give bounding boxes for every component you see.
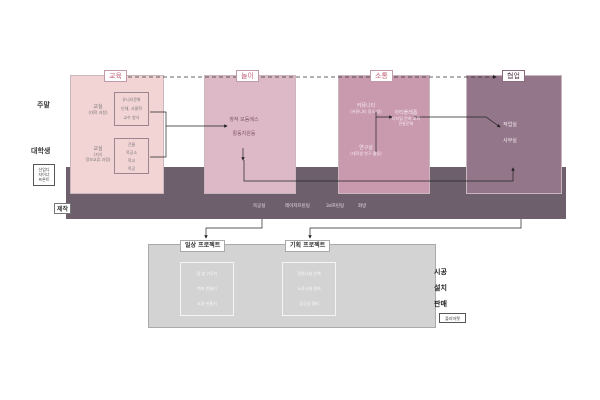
comm-c-label: 아티플래폼 (394, 110, 418, 116)
edu-to-play-arrow (150, 111, 228, 128)
output-construction: 시공 (434, 268, 447, 276)
comm-c-sub: 전통문화 (398, 121, 414, 126)
left-info-box: 산업디 자이너 프론트 (33, 164, 55, 186)
daily-project-title: 일상 프로젝트 (180, 240, 226, 252)
class-bottom-sub: 정보교류 과정) (85, 157, 111, 162)
phase-communication: 소통 (370, 70, 393, 82)
comm-b-sub: (대학생 연구 활동) (350, 151, 382, 156)
class-bottom-label: 교실 (93, 146, 103, 152)
planned-project-box: 전원시설 산책 노후시설 정비 공공길 정비 (282, 262, 336, 316)
tool-art: 화방 (358, 204, 367, 209)
left-info-line: 산업디 (38, 167, 50, 172)
planned-project-title: 기획 프로젝트 (285, 240, 331, 252)
class-bottom-item: 건물 (127, 142, 136, 147)
column-play (204, 75, 296, 194)
class-top-item: 교수 방식 (123, 115, 140, 120)
collab-line2: 사무실 (503, 138, 517, 144)
class-top: 교실 (대학 과정) (84, 104, 112, 116)
row-label-production: 제작 (54, 203, 72, 214)
flea-market-box: 플리마켓 (439, 313, 466, 323)
class-top-item: 인체, 사물학 (121, 106, 142, 111)
comm-c-sub: 디지털 문화 교육 (391, 116, 421, 121)
class-bottom-item: 목공소 (125, 150, 138, 155)
to-planned-project-arrow (308, 219, 522, 239)
comm-a-sub: (커뮤니티 장소 방) (350, 109, 382, 114)
planned-project-item: 전원시설 산책 (297, 271, 321, 276)
class-bottom-item: 학교 (127, 158, 136, 163)
phase-play: 놀이 (236, 70, 259, 82)
left-info-line: 자이너 (38, 172, 50, 177)
daily-project-item: 벽지 만들기 (197, 286, 217, 291)
play-line1: 창작 모둠에스 (229, 117, 259, 123)
planned-project-item: 공공길 정비 (299, 301, 319, 306)
phase-collaboration: 협업 (502, 70, 525, 82)
collab-line1: 작업실 (503, 122, 517, 128)
row-label-college: 대학생 (31, 147, 51, 155)
class-top-label: 교실 (93, 104, 103, 110)
daily-project-item: 집 앞 가꾸기 (196, 271, 218, 276)
output-installation: 설치 (434, 284, 447, 292)
tool-3d: 3d프린팅 (326, 204, 345, 209)
play-line2: 활동지원동 (232, 131, 256, 137)
comm-b: 연구실 (대학생 연구 활동) (346, 145, 386, 157)
class-bottom: 교실 (지식 정보교류 과정) (84, 146, 112, 163)
play-to-collab-arrow (243, 160, 515, 182)
class-bottom-item: 목공 (127, 166, 136, 171)
comm-a: 커뮤니티 (커뮤니티 장소 방) (346, 103, 386, 115)
comm-c: 아티플래폼 디지털 문화 교육 전통문화 (390, 110, 422, 127)
output-sales: 판매 (434, 300, 447, 308)
comm-to-collab-arrow (414, 116, 501, 128)
comm-b-label: 연구실 (359, 145, 373, 151)
left-info-line: 프론트 (38, 177, 50, 182)
class-top-sub: (대학 과정) (88, 110, 108, 115)
daily-project-item: 조경 만들기 (197, 301, 217, 306)
planned-project-item: 노후시설 정비 (297, 286, 321, 291)
tool-woodshop: 목공실 (253, 204, 266, 209)
daily-project-box: 집 앞 가꾸기 벽지 만들기 조경 만들기 (180, 262, 234, 316)
column-collaboration (466, 75, 562, 194)
comm-a-label: 커뮤니티 (356, 103, 376, 109)
class-bottom-box: 건물 목공소 학교 목공 (114, 138, 149, 174)
tool-laser: 레이저프린팅 (285, 204, 310, 209)
phase-education: 교육 (104, 70, 127, 82)
class-top-item: 유니티문화 (122, 97, 141, 102)
class-bottom-sub: (지식 (93, 152, 103, 157)
edu-bottom-link (150, 126, 167, 158)
class-top-box: 유니티문화 인체, 사물학 교수 방식 (114, 92, 149, 126)
row-label-weekend: 주말 (37, 101, 50, 109)
to-daily-project-arrow (204, 219, 263, 239)
